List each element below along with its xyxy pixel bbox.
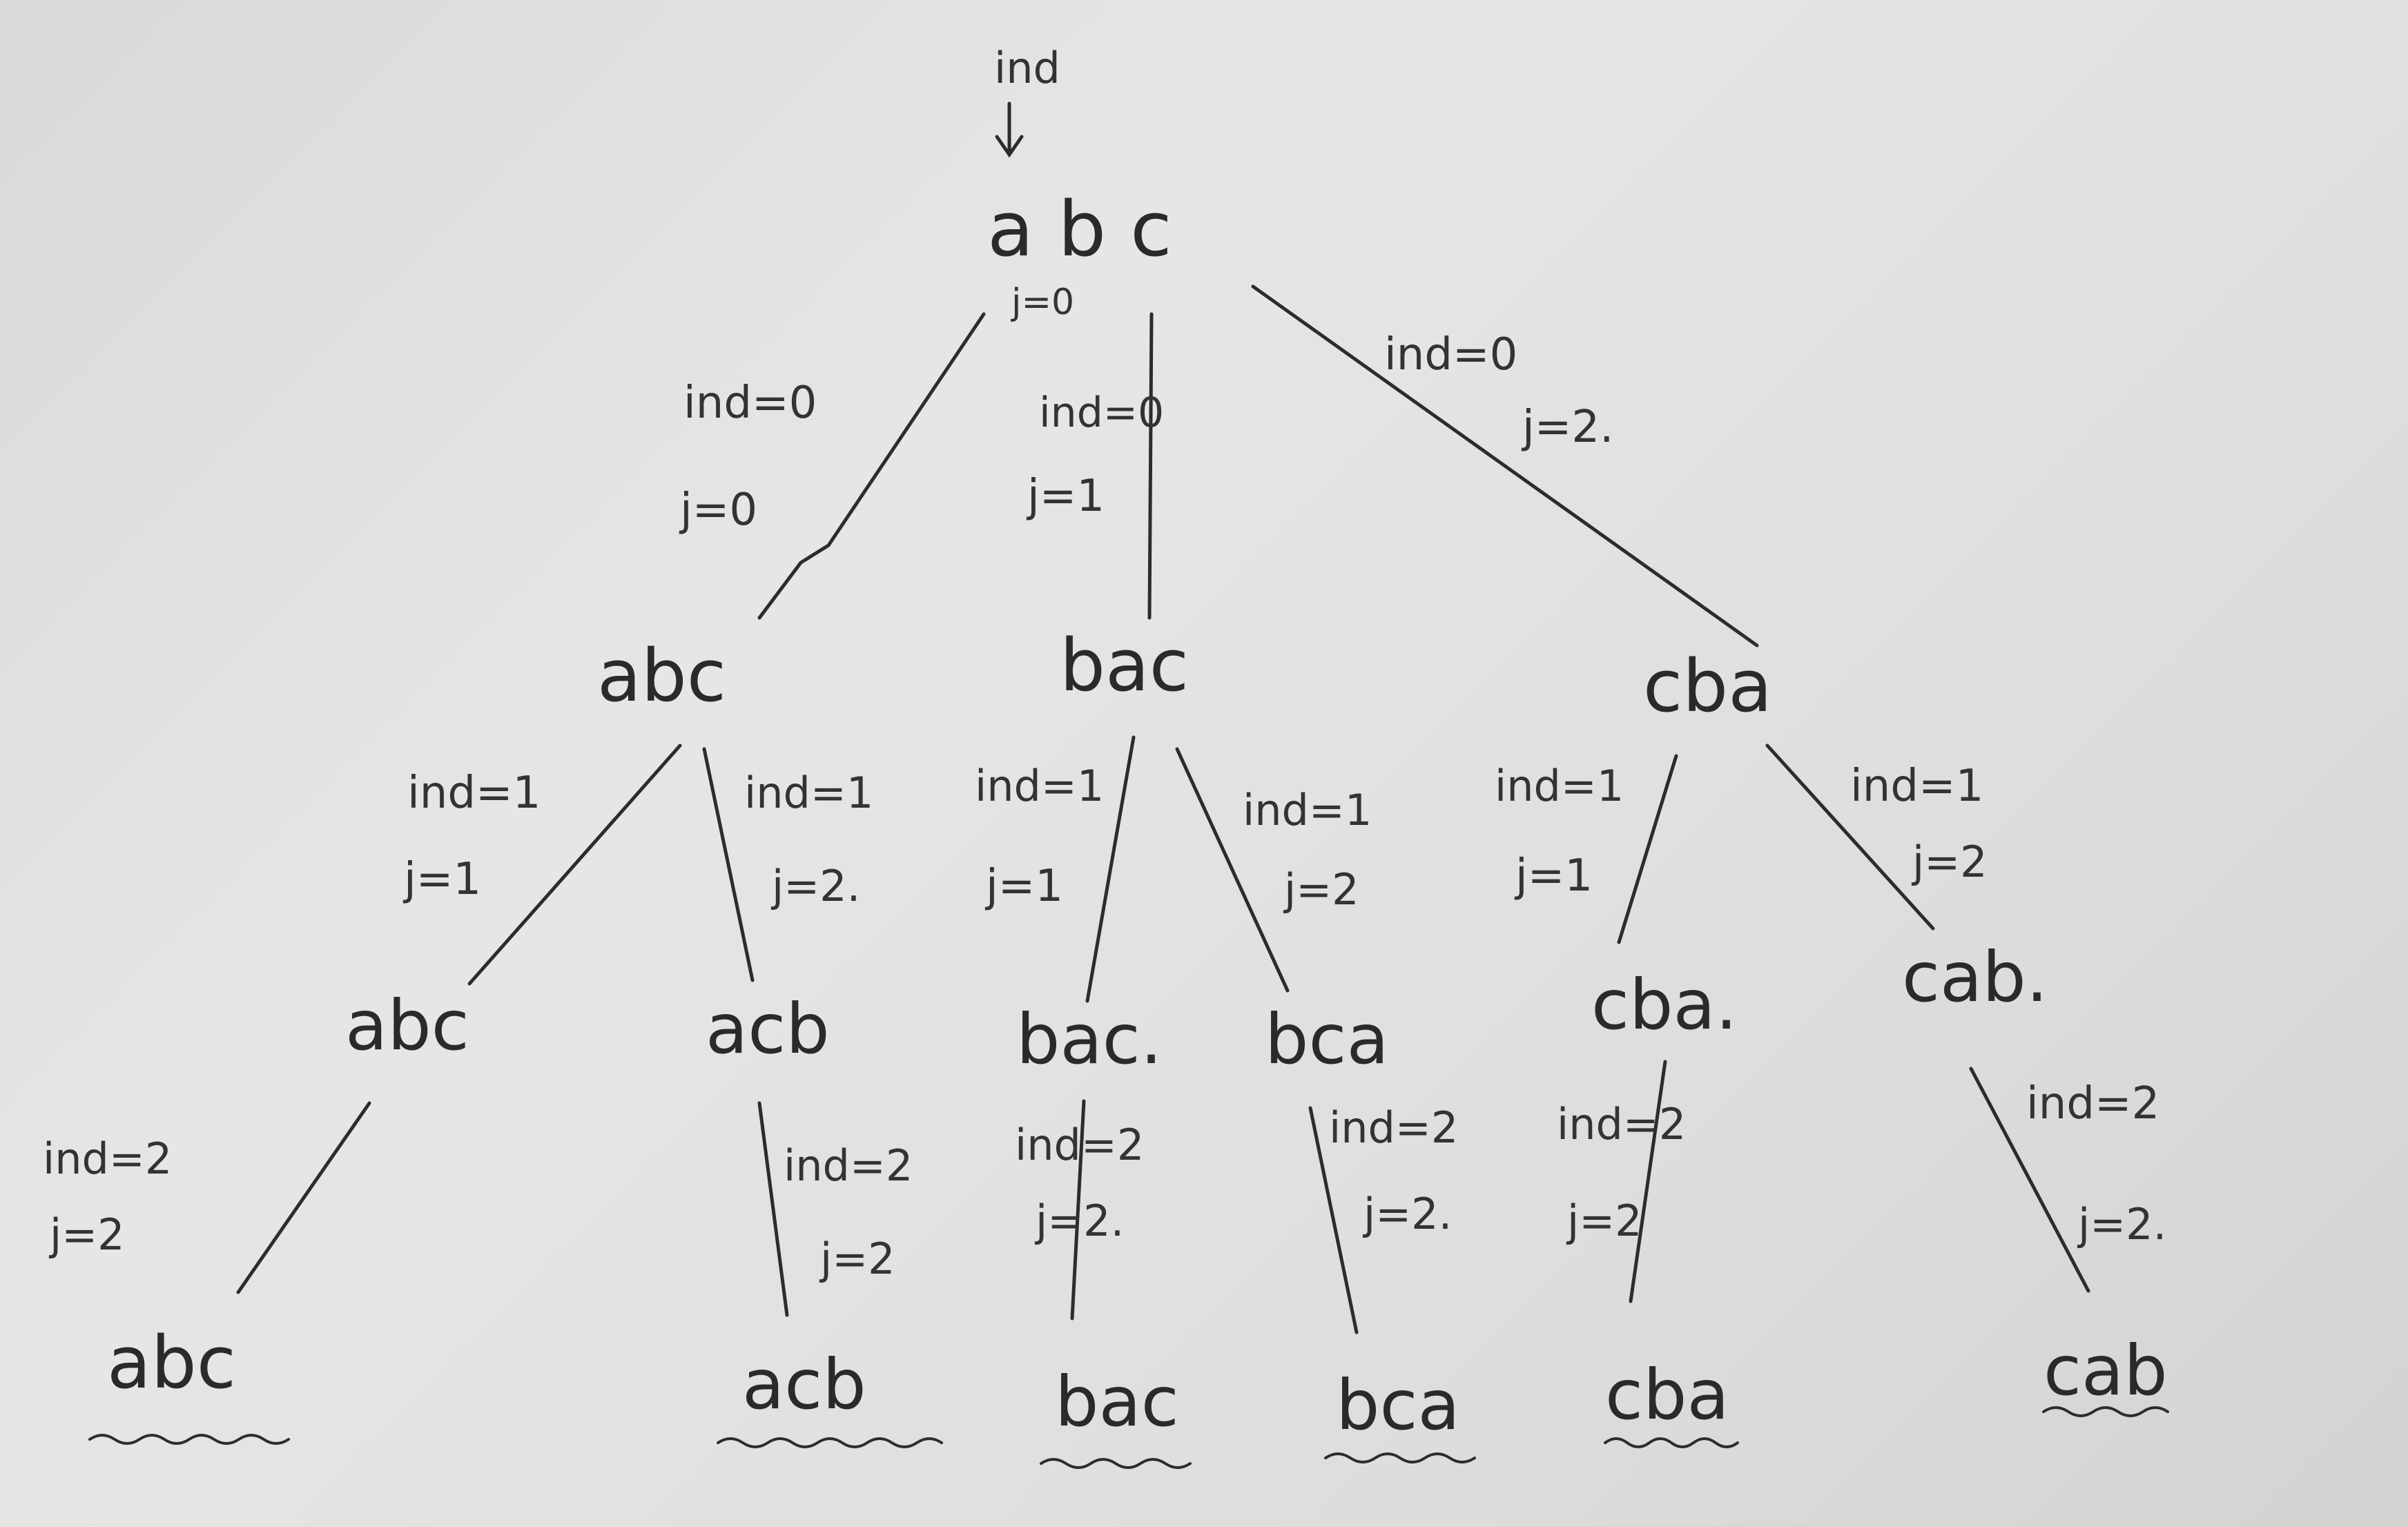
edge-l2-5-j-label: j=2 — [1911, 837, 1988, 887]
edge-root-to-bac — [1147, 312, 1154, 620]
edge-l3-2-j-label: j=2. — [1034, 1196, 1124, 1246]
leaf-node: cba — [1605, 1354, 1729, 1435]
edge-cab-to-leaf-cab — [1969, 1067, 2090, 1293]
leaf-node: bac — [1055, 1361, 1179, 1442]
level1-node: bac — [1060, 623, 1189, 708]
edge-l2-2-ind-label: ind=1 — [975, 761, 1104, 811]
edge-l1-1-ind-label: ind=0 — [1039, 389, 1164, 437]
leaf-underline — [717, 1437, 943, 1448]
level2-node: cba. — [1591, 964, 1738, 1045]
edge-l3-5-ind-label: ind=2 — [2026, 1078, 2159, 1129]
leaf-node: cab — [2043, 1330, 2168, 1411]
root-pointer-arrow — [995, 101, 1024, 158]
leaf-node: bca — [1336, 1365, 1460, 1446]
edge-l2-1-ind-label: ind=1 — [744, 768, 873, 818]
edge-l1-1-j-label: j=1 — [1026, 471, 1105, 522]
level2-node: bca — [1265, 999, 1389, 1080]
level2-node: cab. — [1902, 937, 2048, 1018]
edge-l2-3-ind-label: ind=1 — [1243, 785, 1372, 835]
edge-l2-3-j-label: j=2 — [1283, 864, 1359, 915]
edge-l3-3-j-label: j=2. — [1362, 1189, 1452, 1239]
edge-acb-to-leaf-acb — [757, 1101, 789, 1317]
edge-cba-to-leaf-cba — [1629, 1060, 1667, 1303]
edge-l1-0-j-label: j=0 — [679, 485, 757, 536]
leaf-underline — [88, 1434, 290, 1445]
level2-node: bac. — [1016, 999, 1163, 1080]
edge-abc-to-leaf-abc — [236, 1101, 371, 1294]
edge-abc-to-abc — [467, 743, 682, 986]
level2-node: acb — [706, 989, 830, 1069]
edge-cba-to-cba — [1617, 754, 1678, 944]
edge-l2-4-j-label: j=1 — [1514, 850, 1593, 902]
edge-abc-to-acb — [702, 747, 755, 982]
edge-l2-0-ind-label: ind=1 — [407, 768, 541, 819]
edge-l3-0-j-label: j=2 — [48, 1209, 125, 1260]
leaf-node: abc — [107, 1321, 236, 1405]
edge-bac-to-leaf-bac — [1070, 1099, 1086, 1321]
leaf-underline — [2042, 1406, 2169, 1417]
edge-bac-to-bac — [1085, 735, 1136, 1003]
edge-l1-2-ind-label: ind=0 — [1384, 329, 1517, 380]
edge-l3-4-ind-label: ind=2 — [1557, 1099, 1686, 1149]
root-j-label: j=0 — [1011, 282, 1074, 323]
leaf-underline — [1040, 1458, 1192, 1469]
edge-l2-1-j-label: j=2. — [770, 861, 860, 911]
root-pointer-label: ind — [994, 43, 1060, 93]
edge-l3-1-j-label: j=2 — [819, 1234, 895, 1284]
level1-node: cba — [1643, 644, 1772, 728]
edge-l1-0-ind-label: ind=0 — [683, 378, 817, 429]
edge-l1-2-j-label: j=2. — [1521, 402, 1613, 453]
edge-l3-4-j-label: j=2 — [1566, 1196, 1642, 1246]
edge-l2-0-j-label: j=1 — [402, 854, 481, 905]
edge-bac-to-bca — [1175, 747, 1290, 993]
edge-root-to-cba — [1251, 284, 1759, 648]
edge-bca-to-leaf-bca — [1308, 1106, 1359, 1334]
root-node: a b c — [987, 185, 1172, 273]
edge-l3-0-ind-label: ind=2 — [43, 1134, 172, 1184]
edge-l2-4-ind-label: ind=1 — [1495, 761, 1624, 811]
edge-root-to-abc — [757, 312, 986, 620]
edge-l3-2-ind-label: ind=2 — [1015, 1120, 1144, 1170]
edge-l3-5-j-label: j=2. — [2077, 1199, 2166, 1249]
edge-l3-1-ind-label: ind=2 — [784, 1140, 913, 1191]
level2-node: abc — [345, 985, 469, 1066]
leaf-underline — [1604, 1437, 1739, 1448]
edge-l2-5-ind-label: ind=1 — [1850, 761, 1983, 812]
leaf-node: acb — [742, 1344, 866, 1425]
edge-l3-3-ind-label: ind=2 — [1329, 1102, 1458, 1153]
level1-node: abc — [597, 634, 726, 718]
edge-l2-2-j-label: j=1 — [984, 861, 1063, 912]
leaf-underline — [1324, 1452, 1476, 1463]
edge-cba-to-cab — [1765, 743, 1935, 931]
